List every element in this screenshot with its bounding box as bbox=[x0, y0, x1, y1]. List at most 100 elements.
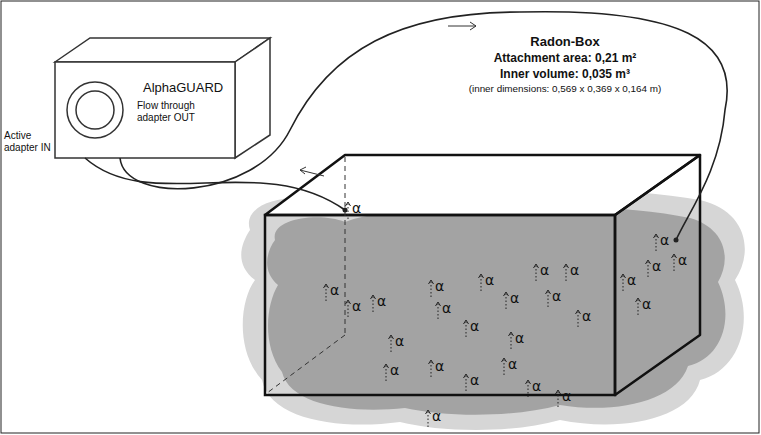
alpha-symbol: α bbox=[352, 200, 361, 216]
alpha-track bbox=[428, 411, 429, 427]
alpha-head bbox=[346, 202, 351, 206]
alpha-track bbox=[674, 255, 675, 271]
alpha-head bbox=[464, 320, 469, 324]
alpha-symbol: α bbox=[660, 232, 669, 248]
alphaguard-top bbox=[55, 38, 270, 62]
alpha-head bbox=[576, 310, 581, 314]
radon-box-front bbox=[265, 215, 615, 395]
alpha-symbol: α bbox=[510, 290, 519, 306]
alpha-head bbox=[546, 290, 551, 294]
alpha-symbol: α bbox=[470, 372, 479, 388]
alpha-symbol: α bbox=[570, 262, 579, 278]
alpha-symbol: α bbox=[395, 333, 404, 349]
alpha-head bbox=[346, 300, 351, 304]
alpha-track bbox=[656, 235, 657, 251]
alpha-track bbox=[431, 361, 432, 377]
alpha-head bbox=[672, 254, 677, 258]
alpha-track bbox=[511, 333, 512, 349]
alpha-track bbox=[623, 275, 624, 291]
alpha-head bbox=[646, 260, 651, 264]
alpha-head bbox=[389, 335, 394, 339]
alpha-symbol: α bbox=[627, 272, 636, 288]
alpha-symbol: α bbox=[330, 282, 339, 298]
alpha-track bbox=[638, 299, 639, 315]
alpha-symbol: α bbox=[508, 356, 517, 372]
adapter-label: Active adapter IN bbox=[4, 130, 54, 153]
alpha-head bbox=[479, 274, 484, 278]
hidden-edge bbox=[345, 157, 346, 335]
radon-box: Radon-BoxAttachment area: 0,21 m²Inner v… bbox=[262, 30, 706, 398]
node-title: Radon-Box bbox=[435, 34, 695, 50]
alpha-head bbox=[429, 280, 434, 284]
alpha-symbol: α bbox=[582, 308, 591, 324]
alpha-track bbox=[326, 285, 327, 301]
alpha-head bbox=[324, 284, 329, 288]
alpha-symbol: α bbox=[352, 298, 361, 314]
alpha-symbol: α bbox=[552, 288, 561, 304]
tube-end bbox=[674, 238, 679, 243]
tube-end bbox=[343, 208, 348, 213]
flow-arrow bbox=[300, 167, 324, 176]
tube-connector bbox=[120, 12, 727, 240]
adapter-ring bbox=[67, 82, 123, 138]
ground-halo bbox=[241, 190, 745, 430]
alpha-symbol: α bbox=[652, 258, 661, 274]
flow-arrow bbox=[448, 22, 476, 30]
alpha-head bbox=[384, 364, 389, 368]
alpha-head bbox=[526, 380, 531, 384]
alpha-track bbox=[481, 275, 482, 291]
alpha-track bbox=[348, 203, 349, 219]
alpha-head bbox=[502, 358, 507, 362]
alpha-symbol: α bbox=[435, 358, 444, 374]
alpha-track bbox=[438, 303, 439, 319]
alpha-symbol: α bbox=[442, 300, 451, 316]
alpha-track bbox=[431, 281, 432, 297]
alpha-track bbox=[648, 261, 649, 277]
alpha-symbol: α bbox=[390, 362, 399, 378]
alpha-head bbox=[371, 295, 376, 299]
alpha-head bbox=[436, 302, 441, 306]
adapter-ring bbox=[76, 91, 114, 129]
alpha-head bbox=[426, 410, 431, 414]
alpha-track bbox=[578, 311, 579, 327]
alpha-head bbox=[429, 360, 434, 364]
radon-box-top bbox=[265, 155, 700, 215]
alpha-symbol: α bbox=[485, 272, 494, 288]
alpha-symbol: α bbox=[642, 296, 651, 312]
alpha-track bbox=[348, 301, 349, 317]
alpha-head bbox=[564, 264, 569, 268]
alpha-head bbox=[509, 332, 514, 336]
alpha-track bbox=[466, 321, 467, 337]
alpha-symbol: α bbox=[678, 252, 687, 268]
node-text: (inner dimensions: 0,569 x 0,369 x 0,164… bbox=[430, 83, 700, 95]
alpha-head bbox=[534, 264, 539, 268]
ground-soil bbox=[267, 207, 725, 414]
alpha-symbol: α bbox=[435, 278, 444, 294]
alphaguard-front bbox=[55, 62, 235, 158]
radon-box-side bbox=[615, 155, 700, 395]
alpha-track bbox=[373, 296, 374, 312]
alpha-head bbox=[556, 390, 561, 394]
alpha-track bbox=[566, 265, 567, 281]
alpha-symbol: α bbox=[432, 408, 441, 424]
alpha-track bbox=[504, 359, 505, 375]
tube-connector bbox=[85, 158, 345, 210]
alpha-head bbox=[636, 298, 641, 302]
alpha-head bbox=[464, 374, 469, 378]
alpha-track bbox=[528, 381, 529, 397]
alpha-track bbox=[558, 391, 559, 407]
alpha-head bbox=[621, 274, 626, 278]
adapter-label: Flow through adapter OUT bbox=[137, 100, 209, 123]
node-text: Inner volume: 0,035 m³ bbox=[435, 67, 695, 81]
hidden-edge bbox=[267, 335, 345, 393]
node-title: AlphaGUARD bbox=[143, 80, 223, 96]
alpha-track bbox=[536, 265, 537, 281]
alpha-track bbox=[466, 375, 467, 391]
alpha-symbol: α bbox=[515, 330, 524, 346]
alpha-track bbox=[548, 291, 549, 307]
